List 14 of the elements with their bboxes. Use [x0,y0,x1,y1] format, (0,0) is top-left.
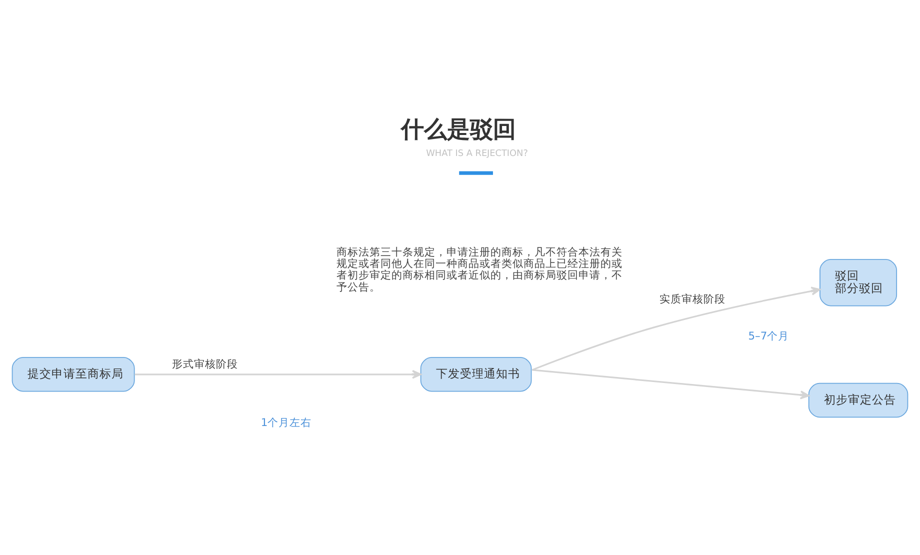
label: 1个月左右 [260,416,312,430]
arrow [532,286,820,371]
diagram-title: 什么是驳回 [401,116,516,143]
edge-label: 实质审核阶段 [660,292,726,306]
node-box: 下发受理通知书 [420,357,532,392]
arrow [134,370,422,379]
label: WHAT IS A REJECTION? [426,149,528,160]
node-box: 初步审定公告 [808,382,908,418]
node-box: 驳回 部分驳回 [820,259,898,306]
edge-label: 形式审核阶段 [172,357,238,370]
node-box: 提交申请至商标局 [12,357,135,392]
label: 商标法第三十条规定，申请注册的商标，凡不符合本法有关规定或者同他人在同一种商品或者类似商品上已经注册的或者初步审定的商标相同或者近似的，由商标局驳回申请，不予公告。 [336,246,623,294]
label: 5–7个月 [748,330,790,343]
arrow [532,369,810,400]
